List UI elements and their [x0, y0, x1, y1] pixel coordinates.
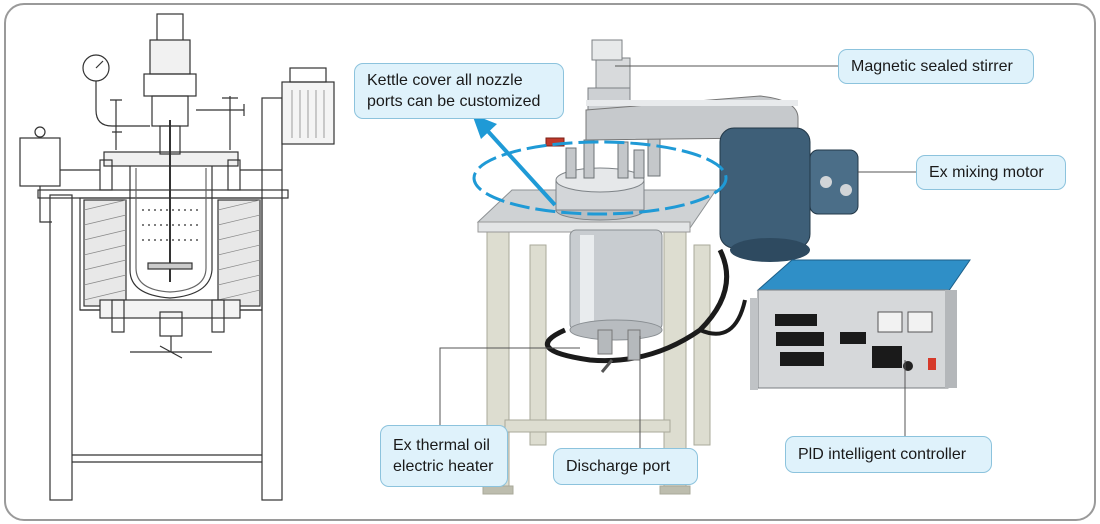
insulation-left	[83, 199, 127, 307]
stand	[482, 227, 711, 495]
callout-stirrer: Magnetic sealed stirrer	[838, 49, 1034, 84]
magnetic-stirrer	[595, 57, 631, 91]
frame-leg-left	[49, 194, 73, 501]
callout-stirrer-text: Magnetic sealed stirrer	[851, 58, 1013, 75]
callout-controller: PlD intelligent controller	[785, 436, 992, 473]
condenser-cup	[19, 137, 61, 187]
callout-motor-text: Ex mixing motor	[929, 164, 1044, 181]
callout-kettle-cover-text: Kettle cover all nozzle ports can be cus…	[367, 72, 541, 110]
kettle-cover-highlight	[472, 140, 728, 216]
arrow-up-left-icon	[472, 114, 557, 207]
leader-heater	[439, 347, 580, 425]
leader-lines	[439, 65, 916, 448]
mixing-motor	[719, 127, 859, 262]
vessel	[129, 159, 213, 299]
frame-leg-right	[261, 97, 283, 501]
callout-discharge: Discharge port	[553, 448, 698, 485]
callout-heater-text: Ex thermal oil electric heater	[393, 437, 494, 475]
top-plate	[37, 189, 289, 199]
pid-controller	[750, 259, 971, 390]
stirrer-cap	[156, 13, 184, 43]
insulation-right	[217, 199, 261, 307]
callout-controller-text: PlD intelligent controller	[798, 446, 967, 463]
callout-kettle-cover: Kettle cover all nozzle ports can be cus…	[354, 63, 564, 119]
callout-discharge-text: Discharge port	[566, 458, 671, 475]
callout-heater: Ex thermal oil electric heater	[380, 425, 508, 487]
callout-motor: Ex mixing motor	[916, 155, 1066, 190]
technical-drawing	[19, 13, 335, 501]
magnetic-coupling	[149, 39, 191, 75]
